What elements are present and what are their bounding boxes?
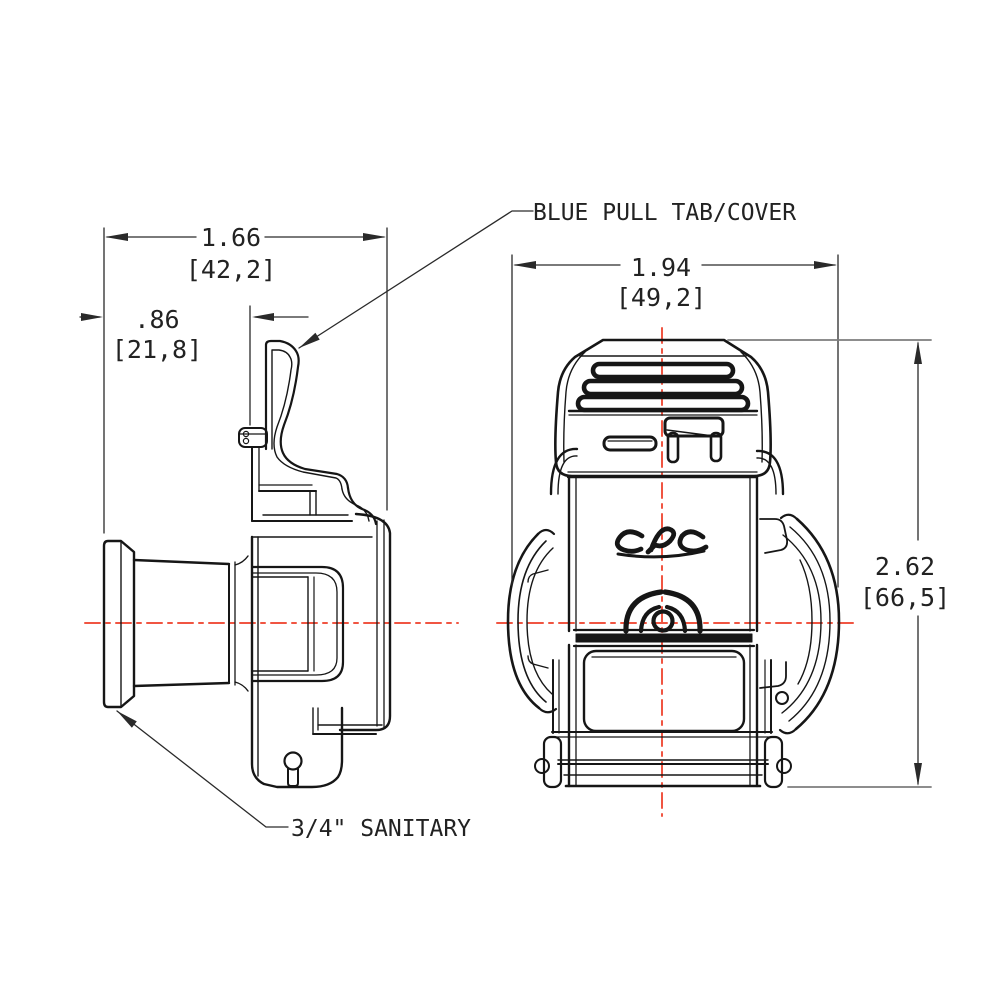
- arrowhead: [513, 261, 536, 269]
- clamp-foot-right: [763, 735, 784, 789]
- callout-sanitary-label: 3/4" SANITARY: [291, 816, 471, 842]
- arrowhead: [299, 332, 320, 348]
- callout-pull-tab-label: BLUE PULL TAB/COVER: [533, 200, 796, 226]
- latch-clip: [663, 416, 725, 464]
- callout-sanitary: 3/4" SANITARY: [116, 710, 471, 842]
- front-lower-body: [534, 643, 792, 789]
- dim-body-width-inches: 1.94: [631, 253, 691, 282]
- dim-tab-offset-inches: .86: [134, 305, 179, 334]
- arrowhead: [105, 233, 128, 241]
- arrowhead: [814, 261, 837, 269]
- arrowhead: [252, 313, 274, 321]
- dimension-tab-width: 1.66 [42,2]: [103, 223, 388, 534]
- dimension-body-width: 1.94 [49,2]: [511, 253, 839, 588]
- side-body: [250, 535, 377, 789]
- upper-bracket: [251, 446, 392, 732]
- arrowhead: [914, 763, 922, 786]
- keyhole-circle: [283, 751, 303, 771]
- cpc-logo: [614, 526, 709, 559]
- dim-body-width-metric: [49,2]: [616, 283, 706, 312]
- right-ear-lever: [759, 513, 841, 735]
- dim-body-height-inches: 2.62: [875, 552, 935, 581]
- sanitary-flange: [102, 539, 136, 709]
- cap-rib-1: [590, 361, 736, 380]
- body-separator-bar: [572, 628, 756, 648]
- dim-body-height-metric: [66,5]: [860, 583, 950, 612]
- dim-tab-width-inches: 1.66: [201, 223, 261, 252]
- arrowhead: [914, 341, 922, 364]
- front-view-drawing: [506, 338, 841, 789]
- barb-cylinder: [132, 555, 249, 692]
- cap-cover: [554, 338, 772, 479]
- pull-tab-side: [264, 339, 350, 490]
- cap-rib-2: [581, 378, 745, 397]
- arrowhead: [363, 233, 386, 241]
- left-ear-lever: [506, 528, 558, 714]
- dimension-body-height: 2.62 [66,5]: [727, 339, 950, 788]
- dimension-tab-offset: .86 [21,8]: [79, 305, 309, 426]
- arrowhead: [81, 313, 103, 321]
- front-body: [549, 447, 785, 633]
- side-view-drawing: [102, 339, 392, 789]
- arrowhead: [117, 711, 137, 728]
- latch-slot: [602, 435, 658, 452]
- callout-pull-tab: BLUE PULL TAB/COVER: [298, 200, 796, 349]
- clamp-foot-left: [542, 735, 563, 789]
- tab-pivot-bracket: [238, 427, 268, 448]
- dim-tab-offset-metric: [21,8]: [112, 335, 202, 364]
- centerlines: [84, 327, 857, 817]
- dim-tab-width-metric: [42,2]: [186, 255, 276, 284]
